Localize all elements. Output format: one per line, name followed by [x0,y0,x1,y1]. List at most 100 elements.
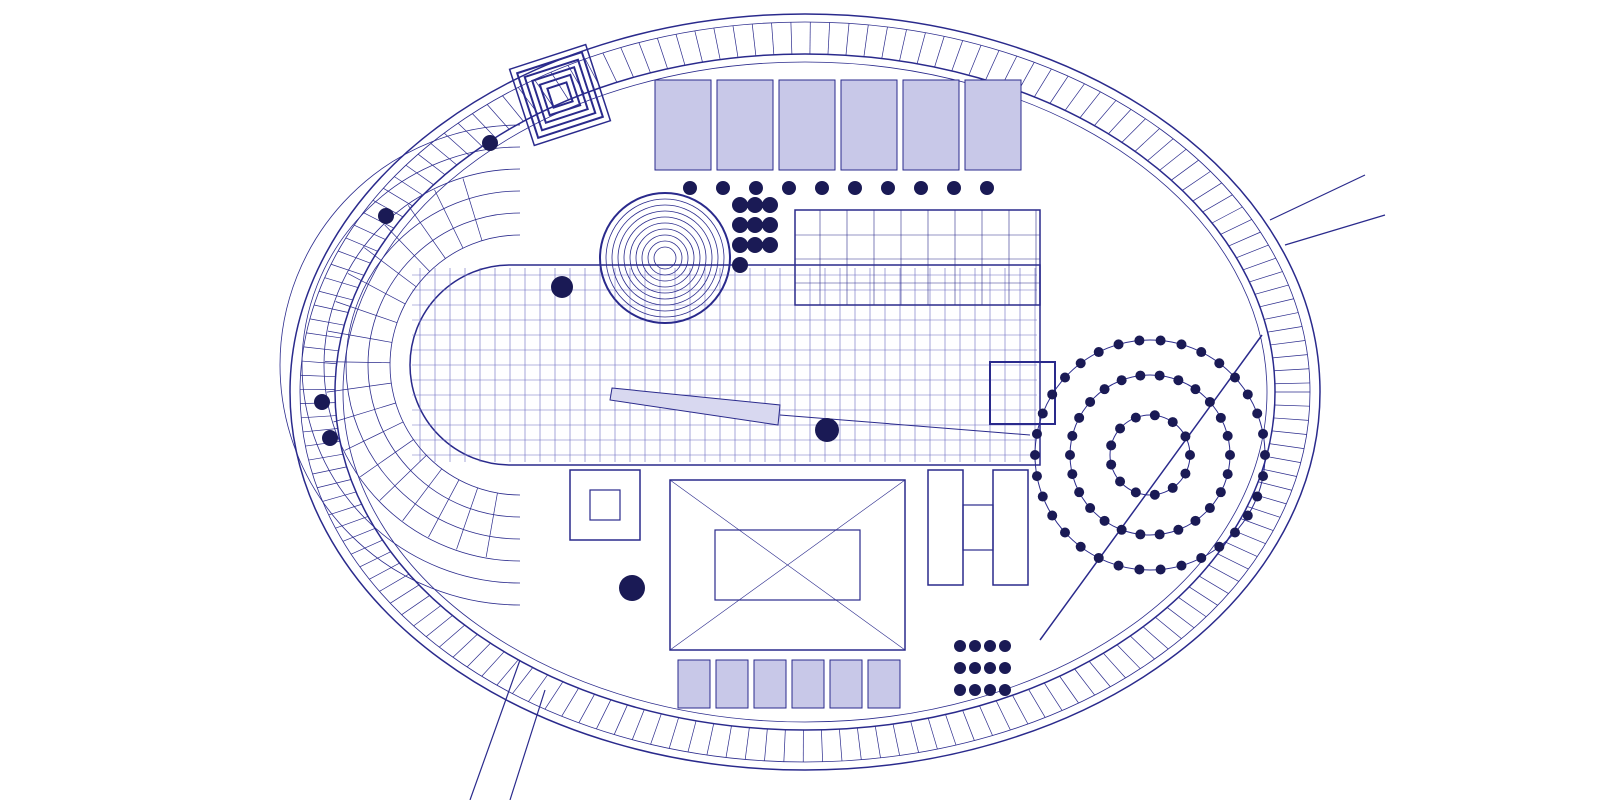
tree [747,237,763,253]
terrace-divider [462,178,483,241]
room-divider [675,34,686,66]
plaza-outline [409,264,1041,466]
room-divider [1159,148,1187,171]
terrace-divider [325,361,391,364]
room-divider [342,528,376,542]
tree [954,684,966,696]
terrace-divider [402,468,443,521]
tree [1154,529,1165,540]
room-divider [1049,75,1069,104]
room-divider [1274,382,1310,385]
garden-bed [840,79,898,171]
room-divider [452,634,478,658]
amphitheater-ring [599,192,731,324]
room-divider [528,674,548,702]
tree [1173,524,1184,535]
tree [1106,459,1117,470]
axis-line [779,414,1031,436]
tree [1196,347,1207,358]
room-divider [314,304,349,313]
room-divider [1262,468,1297,477]
room-divider [1240,518,1274,531]
room-divider [1211,206,1243,224]
room-divider [1059,675,1079,704]
maze-wall [531,66,589,124]
room-divider [317,479,352,489]
room-divider [764,728,768,761]
room-divider [1171,159,1199,181]
tree [1155,335,1166,346]
water-channel [609,387,781,426]
room-divider [1273,417,1309,421]
tree [969,684,981,696]
room-divider [751,23,757,56]
building-wing [927,469,964,586]
tree [1204,503,1215,514]
room-divider [413,605,441,627]
room-divider [1271,430,1307,435]
garden-bed [715,659,749,709]
room-divider [1166,607,1195,629]
tree [1180,468,1191,479]
room-divider [1217,553,1249,570]
pavilion [569,469,641,541]
tree [1031,471,1042,482]
cloister [669,479,906,651]
room-divider [1012,695,1029,725]
amphitheater-ring [617,210,713,306]
cloister-court [714,529,861,601]
room-divider [1243,257,1276,271]
room-divider [322,491,357,502]
room-divider [934,36,945,68]
tree [1106,440,1117,451]
room-divider [318,290,353,301]
room-divider [425,615,453,637]
tree [1047,389,1058,400]
tree [1155,564,1166,575]
room-divider [379,573,410,592]
room-divider [620,47,634,78]
room-divider [1130,635,1155,660]
garden-bed [791,659,825,709]
room-divider [1064,83,1085,111]
tree [1167,482,1178,493]
room-divider [790,22,793,55]
room-divider [1198,575,1229,594]
room-divider [713,28,721,60]
tree [999,662,1011,674]
tree [1229,527,1240,538]
tree [914,181,928,195]
room-divider [544,681,564,710]
room-divider [863,24,869,57]
building-link [962,504,994,551]
tree [984,684,996,696]
cloister-diagonals [669,479,906,651]
room-divider [1103,652,1126,679]
terrace-divider [344,421,404,451]
room-divider [312,466,347,475]
amphitheater-ring [623,216,707,300]
room-divider [1094,100,1117,126]
room-divider [496,659,519,686]
room-divider [857,727,862,760]
building-wing [992,469,1029,586]
terrace-arc [389,234,521,496]
tree [782,181,796,195]
room-divider [1270,340,1306,346]
room-divider [330,263,365,276]
room-divider [1079,91,1101,119]
tree [815,418,839,442]
tree [1065,450,1075,460]
tree [378,208,394,224]
tree [1215,487,1226,498]
tree [747,217,763,233]
tree [1060,527,1071,538]
room-divider [1028,689,1046,718]
tree [984,640,996,652]
tree [1085,503,1096,514]
room-divider [979,705,993,736]
room-divider [466,642,491,668]
tree [1134,335,1145,346]
tree [322,430,338,446]
